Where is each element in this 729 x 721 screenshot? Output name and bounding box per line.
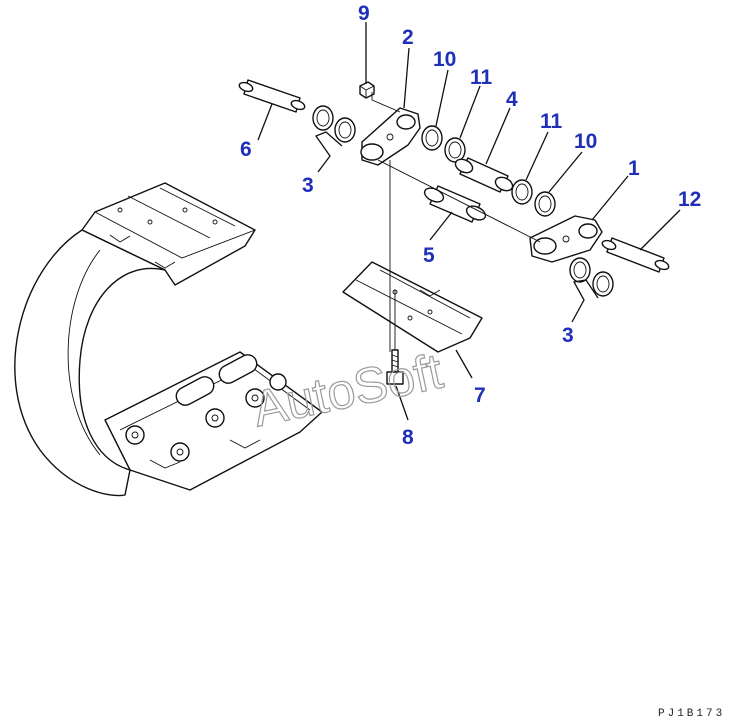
part-3-seals-lower: [569, 257, 614, 297]
drawing-code: PJ1B173: [658, 708, 725, 720]
part-7-shoe-plate: [342, 261, 483, 353]
part-3-seals-upper: [312, 105, 356, 143]
part-8-bolt: [386, 349, 404, 385]
part-1-link: [529, 215, 603, 263]
watermark-text: AutoSoft: [248, 343, 447, 438]
callout-labels: 9 2 10 11 4 11 10 1 12 6 3 5 3 7 8: [240, 2, 701, 449]
callout-7: 7: [474, 384, 486, 407]
callout-11-upper: 11: [470, 66, 493, 89]
part-10-11-rings-upper: [421, 125, 466, 163]
track-chain-assembly: [14, 182, 323, 497]
callout-10-middle: 10: [574, 130, 597, 153]
callout-10-upper: 10: [433, 48, 456, 71]
callout-5: 5: [423, 244, 435, 267]
part-12-pin: [601, 237, 670, 273]
part-2-link: [360, 107, 421, 166]
leader-lines: [257, 22, 681, 421]
part-4-bushing: [454, 157, 514, 193]
assembly-lines: [371, 92, 541, 352]
callout-3-lower: 3: [562, 324, 574, 347]
part-5-bushing: [423, 185, 487, 223]
callout-11-middle: 11: [540, 110, 563, 133]
callout-1: 1: [628, 157, 640, 180]
callout-3-upper: 3: [302, 174, 314, 197]
part-11-10-rings-middle: [511, 179, 556, 217]
callout-4: 4: [506, 88, 518, 111]
callout-6: 6: [240, 138, 252, 161]
callout-12: 12: [678, 188, 701, 211]
callout-2: 2: [402, 26, 414, 49]
callout-9: 9: [358, 2, 370, 25]
part-9-block: [359, 81, 375, 99]
callout-8: 8: [402, 426, 414, 449]
part-6-pin: [238, 79, 306, 113]
